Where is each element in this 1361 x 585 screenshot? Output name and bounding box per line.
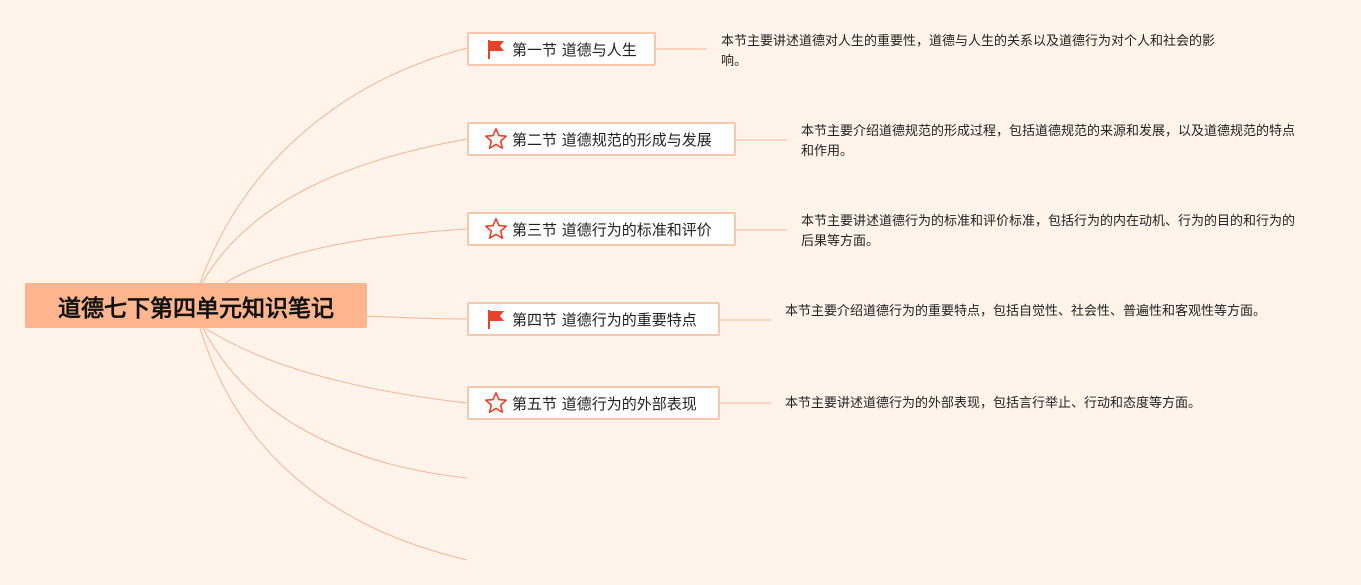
note-section-4[interactable]: 本节主要介绍道德行为的重要特点，包括自觉性、社会性、普遍性和客观性等方面。 — [785, 304, 1267, 319]
topic-label: 第三节 道德行为的标准和评价 — [512, 220, 712, 239]
branch-connector-5 — [204, 327, 468, 404]
branch-connector-empty-1 — [202, 327, 468, 479]
topic-section-3[interactable]: 第三节 道德行为的标准和评价 — [467, 212, 736, 246]
branch-connector-2 — [201, 138, 468, 284]
branch-connector-1 — [199, 47, 468, 284]
red-flag-icon — [484, 307, 508, 331]
topic-section-4[interactable]: 第四节 道德行为的重要特点 — [467, 302, 720, 336]
topic-label: 第五节 道德行为的外部表现 — [512, 394, 697, 413]
star-outline-icon — [484, 217, 508, 241]
topic-section-2[interactable]: 第二节 道德规范的形成与发展 — [467, 122, 736, 156]
note-section-3[interactable]: 本节主要讲述道德行为的标准和评价标准，包括行为的内在动机、行为的目的和行为的后果… — [801, 214, 1296, 249]
branch-connector-4 — [366, 315, 468, 320]
branch-connector-empty-2 — [199, 327, 468, 561]
topic-section-5[interactable]: 第五节 道德行为的外部表现 — [467, 386, 720, 420]
topic-label: 第四节 道德行为的重要特点 — [512, 310, 697, 329]
topic-label: 第一节 道德与人生 — [512, 40, 637, 59]
note-section-2[interactable]: 本节主要介绍道德规范的形成过程，包括道德规范的来源和发展，以及道德规范的特点和作… — [801, 124, 1296, 159]
note-section-5[interactable]: 本节主要讲述道德行为的外部表现，包括言行举止、行动和态度等方面。 — [785, 396, 1202, 411]
branch-connector-3 — [224, 228, 468, 284]
central-topic[interactable]: 道德七下第四单元知识笔记 — [25, 283, 367, 328]
topic-label: 第二节 道德规范的形成与发展 — [512, 130, 712, 149]
star-outline-icon — [484, 127, 508, 151]
topic-section-1[interactable]: 第一节 道德与人生 — [467, 32, 656, 66]
note-section-1[interactable]: 本节主要讲述道德对人生的重要性，道德与人生的关系以及道德行为对个人和社会的影响。 — [721, 34, 1216, 69]
star-outline-icon — [484, 391, 508, 415]
red-flag-icon — [484, 37, 508, 61]
